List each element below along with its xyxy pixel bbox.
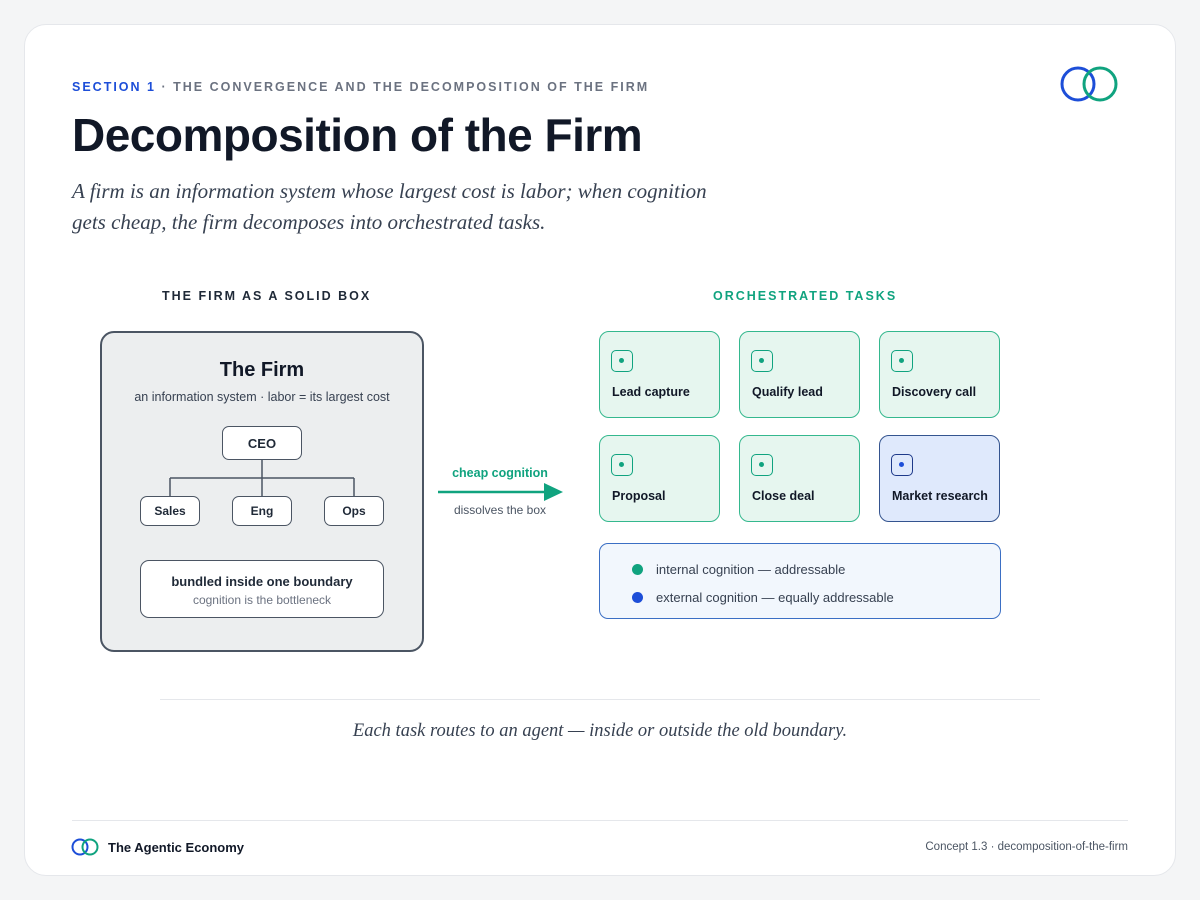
task-label: Proposal — [612, 489, 666, 503]
org-node-ceo: CEO — [222, 426, 302, 460]
bundle-title: bundled inside one boundary — [171, 574, 353, 589]
legend-label: internal cognition — addressable — [656, 562, 846, 577]
interlocking-rings-icon — [1060, 66, 1118, 102]
task-dot-icon — [891, 454, 913, 476]
task-dot-icon — [611, 350, 633, 372]
firm-column-heading: THE FIRM AS A SOLID BOX — [162, 289, 372, 303]
arrow-label-bottom: dissolves the box — [453, 503, 547, 517]
footer-divider — [72, 820, 1128, 821]
legend-label: external cognition — equally addressable — [656, 590, 894, 605]
firm-title: The Firm — [219, 359, 305, 381]
interlocking-rings-icon — [71, 838, 99, 856]
org-node-sales: Sales — [140, 496, 200, 526]
page-title: Decomposition of the Firm — [72, 109, 643, 161]
org-node-eng: Eng — [232, 496, 292, 526]
task-legend: internal cognition — addressable externa… — [599, 543, 1001, 619]
task-label: Close deal — [752, 489, 815, 503]
green-dot-icon — [632, 564, 643, 575]
task-dot-icon — [751, 350, 773, 372]
section-eyebrow: SECTION 1 · THE CONVERGENCE AND THE DECO… — [72, 80, 649, 94]
page-subtitle: A firm is an information system whose la… — [72, 179, 707, 234]
task-dot-icon — [611, 454, 633, 476]
footer-brand: The Agentic Economy — [108, 840, 245, 855]
task-card-proposal: Proposal — [599, 435, 720, 522]
task-card-qualify-lead: Qualify lead — [739, 331, 860, 418]
task-card-discovery-call: Discovery call — [879, 331, 1000, 418]
blue-dot-icon — [632, 592, 643, 603]
caption: Each task routes to an agent — inside or… — [352, 721, 848, 741]
legend-item-internal: internal cognition — addressable — [632, 562, 845, 577]
bundle-note: bundled inside one boundary cognition is… — [140, 560, 384, 618]
task-label: Discovery call — [892, 385, 977, 399]
task-label: Qualify lead — [752, 385, 823, 399]
caption-divider — [160, 699, 1040, 700]
task-card-lead-capture: Lead capture — [599, 331, 720, 418]
section-label: SECTION 1 — [72, 80, 156, 94]
task-dot-icon — [891, 350, 913, 372]
footer-reference: Concept 1.3 · decomposition-of-the-firm — [925, 841, 1128, 853]
arrow-label-top: cheap cognition — [452, 466, 548, 480]
firm-subtitle: an information system · labor = its larg… — [134, 390, 390, 404]
task-card-close-deal: Close deal — [739, 435, 860, 522]
bundle-subtitle: cognition is the bottleneck — [192, 593, 332, 607]
tasks-column-heading: ORCHESTRATED TASKS — [713, 289, 898, 303]
task-dot-icon — [751, 454, 773, 476]
org-node-ops: Ops — [324, 496, 384, 526]
task-label: Lead capture — [612, 385, 690, 399]
section-title: · THE CONVERGENCE AND THE DECOMPOSITION … — [156, 80, 650, 94]
legend-item-external: external cognition — equally addressable — [632, 590, 894, 605]
task-card-market-research: Market research — [879, 435, 1000, 522]
task-label: Market research — [892, 489, 988, 503]
